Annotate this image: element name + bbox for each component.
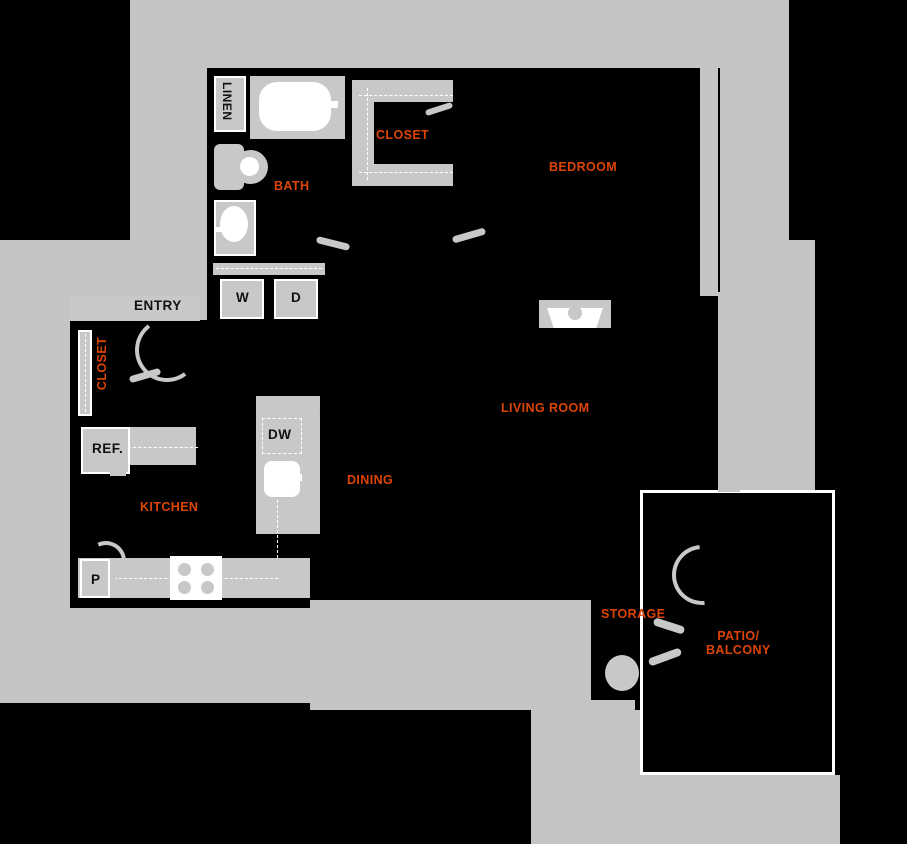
fixture-label-linen: LINEN	[220, 82, 234, 121]
unit-body-patio-lower	[640, 490, 840, 775]
closet-shelf-dash-bottom	[359, 172, 453, 173]
kitchen-counter-top	[130, 427, 196, 465]
dishwasher	[262, 418, 302, 454]
fixture-label-refrigerator: REF.	[92, 441, 124, 456]
refrigerator-foot	[110, 470, 126, 476]
closet-shelf-dash-left	[367, 88, 368, 180]
context-mass-right-mid	[815, 240, 907, 490]
room-label-patio-line2: BALCONY	[706, 643, 771, 657]
bath-sink-basin	[220, 206, 248, 242]
kitchen-counter-right-top	[256, 396, 320, 410]
cooktop-burner-tl	[178, 563, 191, 576]
room-label-storage: STORAGE	[601, 607, 666, 621]
laundry-counter-dash	[216, 268, 322, 269]
toilet-bowl-inner	[240, 157, 259, 176]
context-mass-top-left	[0, 0, 130, 240]
cooktop	[170, 556, 222, 600]
patio-table	[605, 655, 639, 691]
room-label-bath: BATH	[274, 179, 310, 193]
bath-sink-faucet	[216, 227, 228, 232]
fixture-label-washer: W	[236, 290, 250, 305]
washer	[220, 279, 264, 319]
room-label-entry: ENTRY	[134, 298, 182, 313]
closet-shelf-bottom	[352, 164, 453, 186]
wall-notch-bottom-right	[575, 775, 840, 844]
wall-notch-right-upper	[700, 68, 718, 296]
refrigerator	[81, 427, 130, 474]
room-label-patio-line1: PATIO/	[717, 629, 760, 643]
context-mass-bottom-strip	[0, 700, 575, 810]
bathtub-basin	[259, 82, 331, 131]
room-label-bedroom: BEDROOM	[549, 160, 618, 174]
kitchen-counter-top-dash	[128, 447, 198, 448]
room-label-patio: PATIO/ BALCONY	[706, 629, 771, 657]
console-nook-knob	[568, 306, 582, 320]
cooktop-burner-br	[201, 581, 214, 594]
room-label-living: LIVING ROOM	[501, 401, 590, 415]
cooktop-burner-bl	[178, 581, 191, 594]
linen-closet	[214, 76, 246, 132]
room-label-closet-entry: CLOSET	[95, 337, 109, 391]
wall-notch-right-mid	[718, 292, 740, 492]
pantry	[80, 559, 110, 598]
kitchen-sink-faucet	[288, 474, 302, 481]
kitchen-counter-right-dash	[277, 500, 278, 578]
context-mass-right-low	[840, 490, 907, 844]
context-mass-top-right	[789, 0, 907, 240]
wall-notch-bottom-left	[0, 608, 310, 703]
fixture-label-pantry: P	[91, 572, 101, 587]
closet-shelf-top	[352, 80, 453, 102]
cooktop-burner-tr	[201, 563, 214, 576]
entry-closet-dash	[85, 334, 86, 412]
room-label-dining: DINING	[347, 473, 394, 487]
closet-shelf-dash-top	[359, 95, 453, 96]
closet-shelf-left	[352, 80, 374, 186]
dryer	[274, 279, 318, 319]
fixture-label-dishwasher: DW	[268, 427, 292, 442]
fixture-label-dryer: D	[291, 290, 302, 305]
room-label-kitchen: KITCHEN	[140, 500, 199, 514]
entry-landing	[70, 295, 200, 321]
room-label-closet-bedroom: CLOSET	[376, 128, 430, 142]
laundry-counter	[213, 263, 325, 275]
bathtub-drain	[328, 101, 338, 108]
